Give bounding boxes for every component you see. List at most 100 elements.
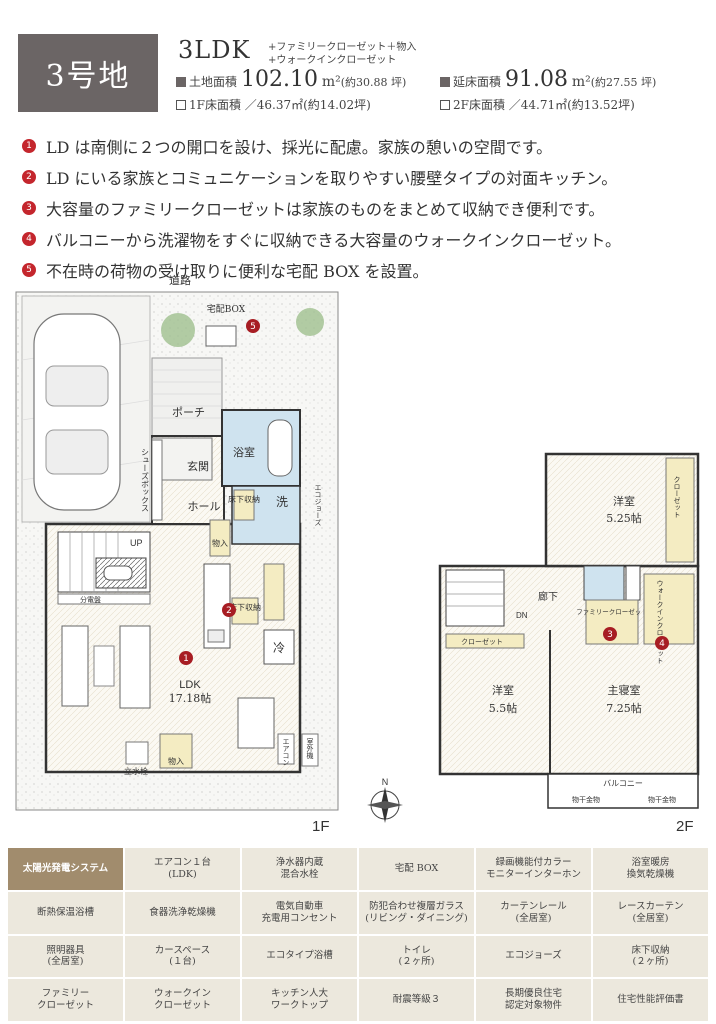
distribution-board bbox=[57, 593, 151, 605]
number-badge: 5 bbox=[22, 262, 36, 277]
land-area-tsubo: (約30.88 坪) bbox=[340, 76, 407, 89]
amenity-cell: エコジョーズ bbox=[476, 935, 591, 978]
toilet-icon bbox=[103, 565, 133, 581]
walkin-closet bbox=[643, 573, 695, 645]
faucet-box bbox=[125, 741, 149, 765]
distribution-board-label: 分電盤 bbox=[80, 595, 101, 604]
sofa-icon bbox=[119, 625, 151, 709]
amenity-cell: 耐震等級３ bbox=[359, 979, 474, 1021]
feature-list: 1 LD は南側に２つの開口を設け、採光に配慮。家族の憩いの空間です。 2 LD に… bbox=[22, 130, 712, 285]
eco-jozu-label: エコジョーズ bbox=[314, 484, 322, 526]
compass-n: N bbox=[382, 777, 389, 787]
delivery-box-label: 宅配BOX bbox=[207, 303, 246, 315]
amenity-cell: 断熱保温浴槽 bbox=[8, 891, 123, 934]
amenity-cell: 浴室暖房 換気乾燥機 bbox=[593, 848, 708, 890]
plan-type: 3LDK bbox=[178, 36, 251, 64]
western-1-label: 洋室 bbox=[613, 494, 635, 508]
pantry bbox=[263, 563, 285, 621]
number-badge: 3 bbox=[22, 200, 36, 215]
open-square-icon bbox=[176, 100, 186, 110]
feature-text: LD にいる家族とコミュニケーションを取りやすい腰壁タイプの対面キッチン。 bbox=[46, 168, 618, 188]
svg-text:3: 3 bbox=[607, 630, 613, 640]
amenity-cell: 食器洗浄乾燥機 bbox=[125, 891, 240, 934]
lot-number-badge: 3号地 bbox=[18, 34, 158, 112]
amenity-grid: 太陽光発電システム エアコン１台 (LDK) 浄水器内蔵 混合水栓 宅配 BOX… bbox=[8, 848, 708, 1021]
f1-area: 1F床面積 ／46.37㎡(約14.02坪) bbox=[189, 98, 371, 112]
floor-area-tsubo: (約27.55 坪) bbox=[590, 76, 657, 89]
delivery-box bbox=[205, 325, 237, 347]
walkin-closet-label: ウォークインクローゼット bbox=[656, 580, 664, 664]
feature-item: 2 LD にいる家族とコミュニケーションを取りやすい腰壁タイプの対面キッチン。 bbox=[22, 161, 712, 192]
floor-area-label: 延床面積 bbox=[453, 75, 502, 89]
amenity-cell: エコタイプ浴槽 bbox=[242, 935, 357, 978]
svg-text:4: 4 bbox=[659, 639, 665, 649]
feature-item: 1 LD は南側に２つの開口を設け、採光に配慮。家族の憩いの空間です。 bbox=[22, 130, 712, 161]
table-icon bbox=[93, 645, 115, 687]
amenity-cell: カースペース (１台) bbox=[125, 935, 240, 978]
feature-text: LD は南側に２つの開口を設け、採光に配慮。家族の憩いの空間です。 bbox=[46, 137, 553, 157]
amenity-cell: 電気自動車 充電用コンセント bbox=[242, 891, 357, 934]
marker-2: 2 bbox=[222, 603, 236, 617]
marker-3: 3 bbox=[603, 627, 617, 641]
number-badge: 1 bbox=[22, 138, 36, 153]
up-label: UP bbox=[130, 538, 143, 548]
amenity-cell: エアコン１台 (LDK) bbox=[125, 848, 240, 890]
car-icon bbox=[33, 313, 121, 511]
storage-box bbox=[209, 519, 231, 557]
master-label: 主寝室 bbox=[608, 683, 641, 697]
f2-area: 2F床面積 ／44.71㎡(約13.52坪) bbox=[453, 98, 635, 112]
feature-item: 5 不在時の荷物の受け取りに便利な宅配 BOX を設置。 bbox=[22, 254, 712, 285]
marker-4: 4 bbox=[655, 636, 669, 650]
marker-1: 1 bbox=[179, 651, 193, 665]
storage-box-2 bbox=[159, 733, 193, 769]
underfloor-label-2: 床下収納 bbox=[229, 602, 261, 612]
land-area-label: 土地面積 bbox=[189, 75, 238, 89]
amenity-cell: 録画機能付カラー モニターインターホン bbox=[476, 848, 591, 890]
amenity-cell: カーテンレール (全居室) bbox=[476, 891, 591, 934]
western-1-size: 5.25帖 bbox=[606, 512, 642, 525]
storage-label-2: 物入 bbox=[168, 756, 184, 766]
closet-2-label: クローゼット bbox=[461, 637, 503, 646]
feature-text: 大容量のファミリークローゼットは家族のものをまとめて収納でき便利です。 bbox=[46, 199, 605, 219]
amenity-cell: レースカーテン (全居室) bbox=[593, 891, 708, 934]
amenity-cell: 宅配 BOX bbox=[359, 848, 474, 890]
aircon-label: エアコン bbox=[282, 738, 290, 766]
dining-table-icon bbox=[237, 697, 275, 749]
underfloor-storage-2 bbox=[231, 597, 259, 625]
entrance-label: 玄関 bbox=[187, 459, 209, 473]
floor-plan-drawing: 道路 ポーチ 宅配BOX 5 浴室 bbox=[15, 273, 700, 823]
plan-extra-1: +ファミリークローゼット＋物入 bbox=[268, 42, 417, 53]
faucet-label: 立水栓 bbox=[124, 766, 148, 776]
shoes-box-label: シューズボックス bbox=[141, 448, 150, 512]
hall-label: ホール bbox=[188, 500, 221, 513]
number-badge: 4 bbox=[22, 231, 36, 246]
outdoor-unit-label: 室外機 bbox=[306, 737, 314, 760]
feature-item: 3 大容量のファミリークローゼットは家族のものをまとめて収納でき便利です。 bbox=[22, 192, 712, 223]
underfloor-label: 床下収納 bbox=[228, 494, 260, 504]
family-closet-label: ファミリークローゼット bbox=[576, 607, 648, 616]
open-square-icon bbox=[440, 100, 450, 110]
amenity-cell: 太陽光発電システム bbox=[8, 848, 123, 890]
amenity-cell: 照明器具 (全居室) bbox=[8, 935, 123, 978]
number-badge: 2 bbox=[22, 169, 36, 184]
wash-label: 洗 bbox=[276, 495, 288, 509]
marker-5: 5 bbox=[246, 319, 260, 333]
outdoor-unit bbox=[301, 733, 319, 767]
floor2-label: 2F bbox=[676, 818, 694, 835]
floor1-plan: 道路 ポーチ 宅配BOX 5 浴室 bbox=[15, 273, 339, 811]
road-label: 道路 bbox=[169, 273, 191, 287]
amenity-cell: ウォークイン クローゼット bbox=[125, 979, 240, 1021]
amenity-cell: ファミリー クローゼット bbox=[8, 979, 123, 1021]
fridge-label: 冷 bbox=[273, 641, 285, 655]
toilet-2f bbox=[583, 565, 625, 601]
compass-icon: N bbox=[367, 777, 403, 823]
porch-area bbox=[151, 357, 223, 437]
western-2-size: 5.5帖 bbox=[489, 702, 518, 715]
bath-label: 浴室 bbox=[233, 445, 255, 459]
f1-area-row: 1F床面積 ／46.37㎡(約14.02坪) bbox=[176, 96, 371, 113]
toilet-icon bbox=[625, 565, 641, 601]
filled-square-icon bbox=[176, 77, 186, 87]
feature-text: 不在時の荷物の受け取りに便利な宅配 BOX を設置。 bbox=[46, 261, 429, 281]
amenity-cell: 住宅性能評価書 bbox=[593, 979, 708, 1021]
